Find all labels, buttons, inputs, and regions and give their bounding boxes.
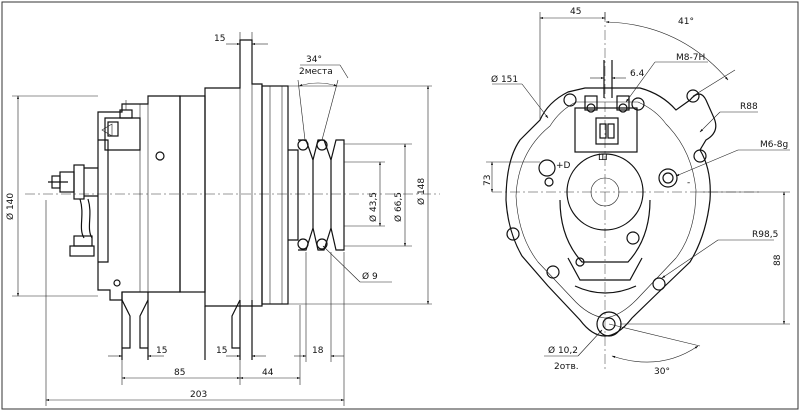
dim-d148: Ø 148 — [416, 178, 427, 205]
mounting-foot — [121, 292, 253, 360]
dim-v73: 73 — [483, 175, 493, 186]
regulator-bracket — [104, 117, 141, 151]
terminal-stud — [48, 164, 98, 257]
dim-r985: R98,5 — [752, 230, 778, 240]
label-sh: Ш — [598, 153, 608, 163]
dim-top15: 15 — [214, 34, 225, 44]
dim-m8: M8-7H — [676, 53, 705, 63]
front-cover — [204, 39, 263, 307]
dim-b15b: 15 — [216, 346, 227, 356]
pulley — [288, 139, 412, 251]
dim-b18: 18 — [312, 346, 324, 356]
dim-holes: 2отв. — [554, 362, 579, 372]
dim-d9: Ø 9 — [362, 271, 378, 282]
dim-b15a: 15 — [156, 346, 167, 356]
rear-cover — [97, 95, 181, 301]
side-view: Ø 140 15 34° 2места Ø 43,5 Ø 66,5 Ø 148 … — [5, 32, 440, 406]
dim-d665: Ø 66,5 — [393, 192, 404, 222]
dim-v88: 88 — [773, 254, 783, 266]
front-view: 45 41° M8-7H 6.4 Ø 151 R88 M6-8g +D Ш - … — [483, 7, 790, 377]
rotor-circle — [566, 153, 644, 231]
dim-b44: 44 — [262, 368, 274, 378]
dim-d151: Ø 151 — [491, 74, 518, 85]
dim-d435: Ø 43,5 — [368, 192, 379, 222]
dim-t45: 45 — [570, 7, 581, 17]
dim-t64: 6.4 — [630, 69, 645, 79]
dim-angle34: 34° — [306, 55, 322, 65]
dim-grooves: 2места — [299, 67, 333, 77]
front-housing — [505, 87, 717, 337]
label-minus: - — [687, 178, 690, 188]
dim-a41: 41° — [678, 17, 694, 27]
dim-b203: 203 — [190, 390, 207, 400]
fan-disc — [261, 85, 289, 305]
dim-d140: Ø 140 — [5, 193, 16, 220]
dim-r88: R88 — [740, 102, 758, 112]
regulator-block — [574, 107, 638, 153]
dim-m6: M6-8g — [760, 140, 788, 150]
dim-b85: 85 — [174, 368, 185, 378]
label-plus-d: +D — [556, 161, 571, 171]
dim-d102: Ø 10,2 — [548, 345, 578, 356]
dim-a30: 30° — [654, 367, 670, 377]
